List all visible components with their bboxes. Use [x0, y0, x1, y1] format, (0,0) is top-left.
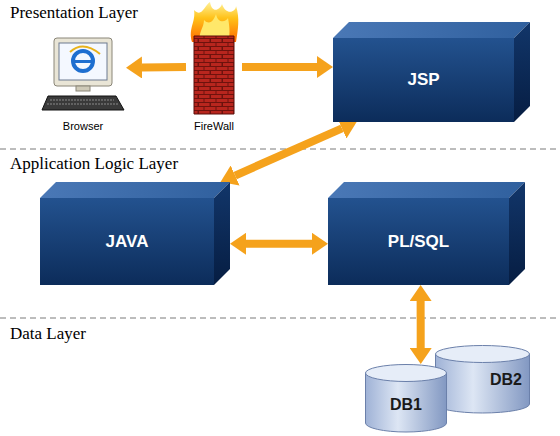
browser-client: Browser [40, 36, 126, 132]
box-label: JAVA [106, 232, 149, 252]
database-label: DB1 [390, 396, 422, 414]
box-top-face [328, 182, 525, 198]
keyboard [42, 96, 124, 110]
keyboard-keys [47, 100, 118, 104]
firewall-icon [186, 2, 242, 116]
cylinder-face: DB2 [435, 363, 530, 409]
tier-box: PL/SQL [328, 182, 525, 285]
monitor-screen [59, 43, 107, 80]
layer-label: Data Layer [10, 324, 86, 344]
box-front-shape [328, 198, 509, 285]
box-front-shape [333, 38, 514, 122]
monitor-case [54, 38, 112, 86]
browser-logo-bar [75, 60, 91, 63]
icon-caption: FireWall [186, 120, 242, 132]
box-front-shape [40, 198, 214, 285]
dashed-separator [0, 318, 560, 319]
icon-caption: Browser [40, 120, 126, 132]
database: DB2 [435, 345, 530, 413]
layer-label: Application Logic Layer [10, 154, 178, 174]
box-top-face [333, 22, 530, 38]
database-label: DB2 [490, 371, 522, 389]
dashed-separator [0, 149, 560, 150]
arrow-connector [142, 63, 186, 71]
cylinder-top [436, 346, 530, 363]
box-label: JSP [407, 70, 439, 90]
box-front-face: JSP [333, 38, 514, 122]
arrow-connector [235, 128, 342, 175]
browser-logo [73, 51, 93, 71]
monitor-stand [76, 86, 90, 91]
arrow-connector [242, 63, 317, 71]
box-side-face [509, 182, 525, 285]
tier-box: JAVA [40, 182, 230, 285]
box-top-face [40, 182, 230, 198]
arrow-connector [417, 301, 425, 348]
arrow-connector [246, 240, 312, 248]
layer-label: Presentation Layer [10, 3, 138, 23]
tier-box: JSP [333, 22, 530, 122]
brick-wall [194, 36, 234, 114]
box-front-face: JAVA [40, 198, 214, 285]
browser-computer-icon [40, 36, 126, 116]
box-label: PL/SQL [388, 232, 449, 252]
box-front-face: PL/SQL [328, 198, 509, 285]
firewall: FireWall [186, 2, 242, 132]
cylinder-face: DB1 [365, 382, 447, 428]
box-side-face [214, 182, 230, 285]
box-side-face [514, 22, 530, 122]
browser-logo-ring [70, 46, 100, 54]
cylinder-top [366, 365, 447, 382]
database: DB1 [365, 364, 447, 432]
